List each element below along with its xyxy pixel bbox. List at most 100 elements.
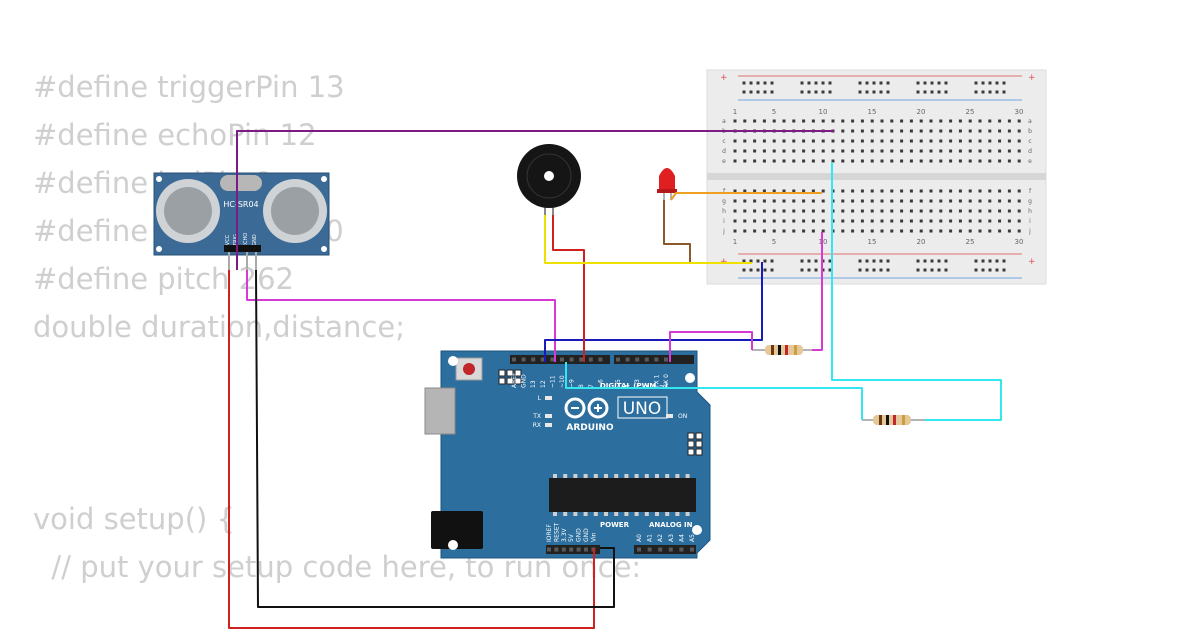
breadboard-hole	[1007, 209, 1011, 213]
code-line: // put your setup code here, to run once…	[33, 550, 642, 584]
digital-pin-label: ~11	[549, 375, 556, 388]
sensor-transmitter-mesh	[164, 187, 212, 235]
icsp-pin	[695, 448, 703, 456]
mounting-hole	[156, 176, 162, 182]
breadboard-hole	[939, 159, 943, 163]
resistor[interactable]	[752, 345, 812, 355]
chip-pin	[583, 474, 588, 478]
breadboard-hole	[919, 199, 923, 203]
wire-led-pin[interactable]	[669, 331, 753, 362]
digital-pin-label: ~3	[634, 379, 641, 388]
breadboard-hole	[909, 119, 913, 123]
rail-hole	[872, 259, 876, 263]
breadboard-hole	[743, 159, 747, 163]
rail-hole	[1002, 90, 1006, 94]
breadboard-hole	[978, 189, 982, 193]
chip-pin	[675, 474, 680, 478]
breadboard-hole	[929, 199, 933, 203]
breadboard-hole	[802, 149, 806, 153]
breadboard-hole	[802, 229, 806, 233]
breadboard-hole	[870, 189, 874, 193]
breadboard[interactable]: + + + + 1 5 10 15 20 25 30 1 5 10 15 20 …	[706, 69, 1047, 285]
rail-hole	[930, 268, 934, 272]
digital-pin-hole	[579, 357, 584, 362]
breadboard-hole	[880, 219, 884, 223]
breadboard-hole	[802, 159, 806, 163]
rail-hole	[930, 81, 934, 85]
breadboard-hole	[890, 199, 894, 203]
wire-gnd-breadboard[interactable]	[544, 262, 763, 362]
icsp-pin	[506, 369, 514, 377]
wire-cyan-pin[interactable]	[565, 362, 863, 420]
breadboard-hole	[860, 119, 864, 123]
resistor[interactable]	[862, 415, 925, 425]
breadboard-hole	[821, 209, 825, 213]
digital-pin-hole	[560, 357, 564, 362]
row-letter: j	[722, 228, 725, 235]
row-letter: a	[1028, 118, 1032, 125]
wire-led-cathode[interactable]	[663, 200, 691, 262]
breadboard-hole	[753, 149, 757, 153]
rail-hole	[995, 268, 999, 272]
breadboard-hole	[841, 119, 845, 123]
rail-hole	[814, 81, 818, 85]
col-number: 5	[772, 238, 776, 246]
wire-buzzer-gnd[interactable]	[544, 215, 752, 264]
breadboard-hole	[958, 129, 962, 133]
breadboard-hole	[792, 119, 796, 123]
breadboard-hole	[782, 229, 786, 233]
led-rim	[657, 189, 677, 193]
digital-pin-label: 2	[644, 384, 651, 388]
wire-led-resistor[interactable]	[812, 232, 823, 351]
rail-hole	[749, 268, 753, 272]
rail-hole	[756, 81, 760, 85]
wire-trig[interactable]	[236, 130, 834, 270]
row-letter: d	[722, 148, 726, 155]
digital-pin-hole	[521, 357, 526, 362]
breadboard-hole	[939, 219, 943, 223]
breadboard-hole	[929, 229, 933, 233]
atmega-chip	[549, 478, 696, 512]
hc-sr04-sensor[interactable]: HC-SR04 VCC TRIG ECHO GND	[153, 172, 330, 270]
breadboard-hole	[831, 119, 835, 123]
mounting-hole	[156, 246, 162, 252]
wire-gnd[interactable]	[255, 269, 615, 608]
power-pin-label: GND	[576, 528, 583, 542]
breadboard-hole	[792, 189, 796, 193]
breadboard-hole	[1017, 139, 1021, 143]
breadboard-hole	[988, 149, 992, 153]
col-number: 5	[772, 108, 776, 116]
breadboard-hole	[988, 219, 992, 223]
row-letter: i	[1029, 218, 1031, 225]
rail-hole	[930, 259, 934, 263]
rail-hole	[1002, 81, 1006, 85]
chip-pin	[563, 474, 568, 478]
digital-pin-hole	[598, 357, 603, 362]
rail-hole	[1002, 259, 1006, 263]
wire-echo[interactable]	[246, 270, 556, 362]
red-led[interactable]	[657, 168, 677, 240]
breadboard-hole	[1007, 199, 1011, 203]
breadboard-hole	[851, 129, 855, 133]
wire-led-anode[interactable]	[670, 192, 822, 201]
wire-cyan-return[interactable]	[831, 162, 1002, 421]
wire-buzzer[interactable]	[552, 215, 585, 362]
sensor-pin-header	[224, 245, 261, 252]
breadboard-hole	[851, 199, 855, 203]
breadboard-hole	[802, 189, 806, 193]
digital-pin-label: 4	[625, 384, 632, 388]
breadboard-holes	[733, 81, 1021, 272]
power-pin-hole	[561, 547, 566, 552]
rail-hole	[828, 268, 832, 272]
breadboard-hole	[811, 209, 815, 213]
digital-pin-label: RX 0	[663, 374, 670, 388]
breadboard-hole	[860, 199, 864, 203]
piezo-buzzer[interactable]	[517, 144, 581, 222]
wire-vcc[interactable]	[228, 270, 595, 629]
breadboard-hole	[968, 209, 972, 213]
breadboard-hole	[1007, 159, 1011, 163]
breadboard-hole	[1007, 119, 1011, 123]
row-letter: i	[723, 218, 725, 225]
